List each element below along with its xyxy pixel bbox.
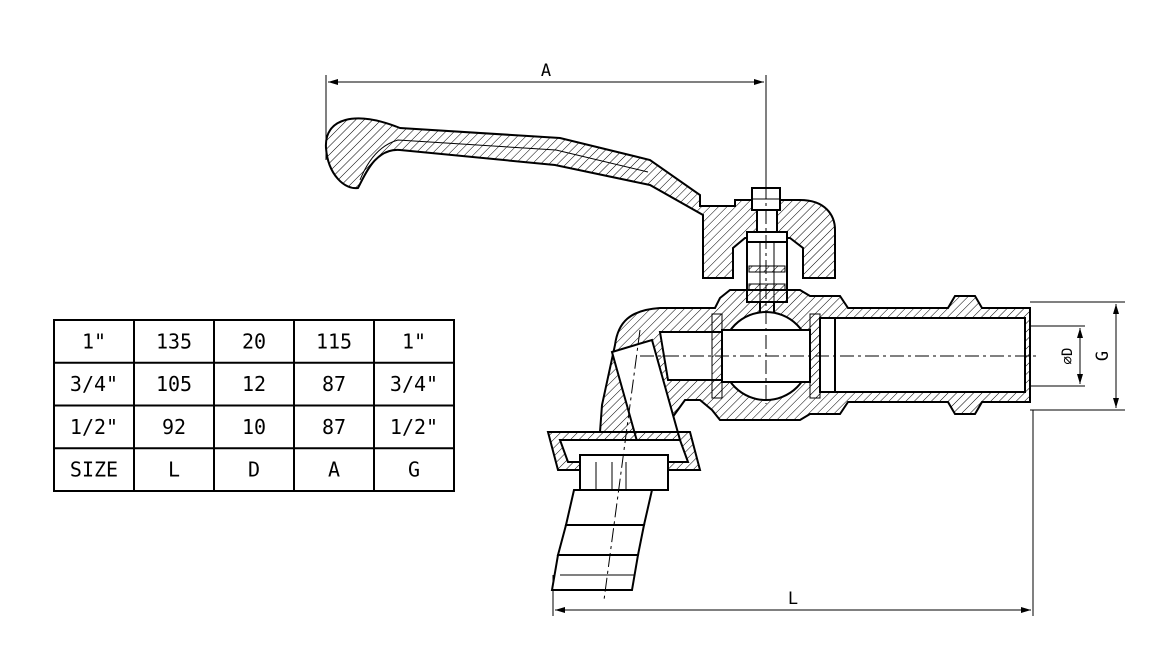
size-table: 1" 135 20 115 1" 3/4" 105 12 87 3/4" 1/2" 92 10 87 1/2… <box>53 319 455 492</box>
table-cell: 115 <box>316 329 352 353</box>
table-cell: 105 <box>156 372 192 396</box>
table-cell: 1" <box>402 329 426 353</box>
table-cell: 1/2" <box>390 415 438 439</box>
table-cell: 12 <box>242 372 266 396</box>
dimension-l-label: L <box>788 589 798 609</box>
dimension-g: G <box>1030 301 1125 411</box>
table-header-cell: L <box>168 458 180 482</box>
table-cell: 92 <box>162 415 186 439</box>
dimension-d: ⌀D <box>1030 325 1085 387</box>
spout <box>546 338 702 591</box>
table-cell: 20 <box>242 329 266 353</box>
dimension-a-label: A <box>541 61 551 81</box>
table-cell: 3/4" <box>70 372 118 396</box>
table-header-cell: G <box>408 458 420 482</box>
table-cell: 135 <box>156 329 192 353</box>
table-cell: 10 <box>242 415 266 439</box>
table-header-cell: SIZE <box>70 458 118 482</box>
dimension-l: L <box>552 410 1034 616</box>
dimension-d-label: ⌀D <box>1060 348 1076 365</box>
table-cell: 87 <box>322 372 346 396</box>
center-lines <box>603 160 1040 601</box>
table-header-cell: A <box>328 458 340 482</box>
table-cell: 87 <box>322 415 346 439</box>
table-cell: 1" <box>82 329 106 353</box>
table-cell: 3/4" <box>390 372 438 396</box>
table-header-cell: D <box>248 458 260 482</box>
table-cell: 1/2" <box>70 415 118 439</box>
lever-handle <box>324 117 836 279</box>
dimension-g-label: G <box>1093 351 1113 361</box>
